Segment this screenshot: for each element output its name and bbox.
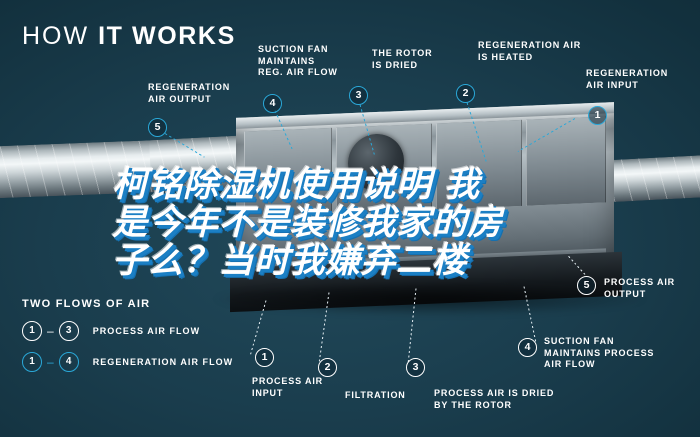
callout-regeneration-air-heated: REGENERATION AIR IS HEATED	[478, 40, 582, 62]
legend-marker-from-1: 1	[22, 321, 42, 341]
legend-marker-to-3: 3	[58, 321, 79, 341]
title-word-bold: IT WORKS	[98, 22, 236, 50]
overlay-watermark-text: 柯铭除湿机使用说明 我 是今年不是装修我家的房 子么？当时我嫌弃二楼	[112, 166, 590, 280]
legend-label-regeneration-air-flow: REGENERATION AIR FLOW	[92, 357, 234, 367]
legend-dash-1: –	[47, 324, 54, 338]
callout-process-air-dried: PROCESS AIR IS DRIED BY THE ROTOR	[434, 388, 555, 410]
marker-1-regeneration-input[interactable]: 1	[588, 106, 607, 125]
callout-regeneration-air-input: REGENERATION AIR INPUT	[586, 68, 669, 90]
legend-title: TWO FLOWS OF AIR	[22, 298, 151, 310]
dehumidifier-machine-photo	[0, 96, 700, 376]
page-title: HOW IT WORKS	[22, 22, 236, 51]
legend: TWO FLOWS OF AIR 1 – 3 PROCESS AIR FLOW …	[22, 298, 233, 383]
marker-5-process-output[interactable]: 5	[577, 276, 596, 295]
marker-3-rotor-dried[interactable]: 3	[349, 86, 368, 105]
marker-3-process-dried[interactable]: 3	[406, 358, 425, 377]
legend-dash-2: –	[47, 355, 54, 369]
title-word-light: HOW	[22, 22, 90, 50]
marker-2-filtration[interactable]: 2	[318, 358, 337, 377]
overlay-line-1: 柯铭除湿机使用说明 我	[112, 165, 480, 205]
marker-4-suction-fan-process[interactable]: 4	[518, 338, 537, 357]
overlay-line-3: 子么？当时我嫌弃二楼	[112, 241, 468, 281]
callout-filtration: FILTRATION	[345, 390, 406, 400]
machine-drop-shadow	[215, 282, 645, 316]
marker-4-suction-fan-reg[interactable]: 4	[263, 94, 282, 113]
callout-process-air-output: PROCESS AIR OUTPUT	[604, 277, 676, 299]
legend-row-regeneration-air-flow: 1 – 4 REGENERATION AIR FLOW	[22, 352, 233, 372]
overlay-line-2: 是今年不是装修我家的房	[112, 203, 503, 243]
marker-2-regeneration-heated[interactable]: 2	[456, 84, 475, 103]
legend-label-process-air-flow: PROCESS AIR FLOW	[92, 326, 201, 336]
legend-row-process-air-flow: 1 – 3 PROCESS AIR FLOW	[22, 321, 233, 341]
callout-regeneration-air-output: REGENERATION AIR OUTPUT	[148, 82, 231, 104]
legend-marker-to-4-cyan: 4	[58, 352, 79, 372]
marker-1-process-input[interactable]: 1	[255, 348, 274, 367]
callout-suction-fan-process: SUCTION FAN MAINTAINS PROCESS AIR FLOW	[544, 336, 655, 369]
callout-process-air-input: PROCESS AIR INPUT	[252, 376, 324, 398]
callout-rotor-is-dried: THE ROTOR IS DRIED	[372, 48, 433, 70]
marker-5-regeneration-output[interactable]: 5	[148, 118, 167, 137]
callout-suction-fan-reg: SUCTION FAN MAINTAINS REG. AIR FLOW	[258, 44, 338, 77]
legend-marker-from-1-cyan: 1	[22, 352, 42, 372]
